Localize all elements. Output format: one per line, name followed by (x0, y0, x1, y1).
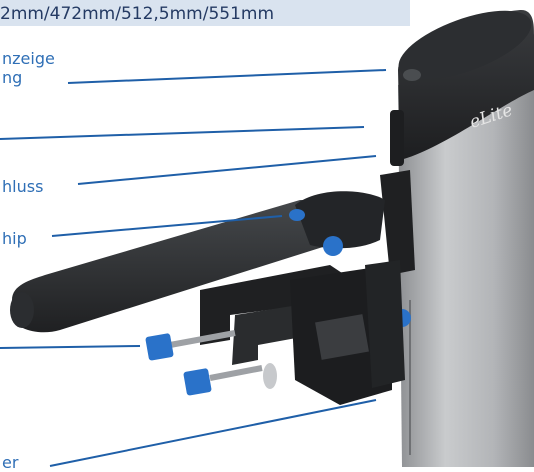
screw-lower (209, 365, 263, 381)
cap-button (403, 69, 421, 81)
callout-label-1: nzeige ng (2, 49, 55, 87)
callout-line-5 (49, 399, 377, 467)
handle-knob (323, 236, 343, 256)
screw-upper-knob (145, 333, 174, 361)
thumb-wheel (263, 363, 277, 389)
callout-line-2 (77, 155, 377, 185)
callout-line-3 (51, 215, 283, 237)
screw-lower-knob (183, 368, 212, 396)
handle-end (10, 292, 34, 328)
callout-label-1-line1: nzeige (2, 49, 55, 68)
upper-bracket (380, 170, 415, 275)
top-knob (289, 209, 305, 221)
callout-label-1-line2: ng (2, 68, 23, 87)
callout-label-3: hip (2, 229, 27, 248)
callout-line-1b (0, 126, 365, 140)
callout-line-1 (67, 69, 387, 84)
callout-label-2: hluss (2, 177, 44, 196)
side-button (390, 110, 404, 166)
cap-top-surface (398, 10, 532, 80)
dimensions-banner: 2mm/472mm/512,5mm/551mm (0, 0, 410, 26)
mount-block (365, 260, 405, 388)
dimensions-text: 2mm/472mm/512,5mm/551mm (0, 4, 275, 24)
handle-joint (295, 191, 385, 249)
clamp-label (315, 314, 369, 360)
screw-upper (169, 330, 236, 348)
callout-line-4 (0, 345, 141, 349)
handle (12, 200, 345, 333)
